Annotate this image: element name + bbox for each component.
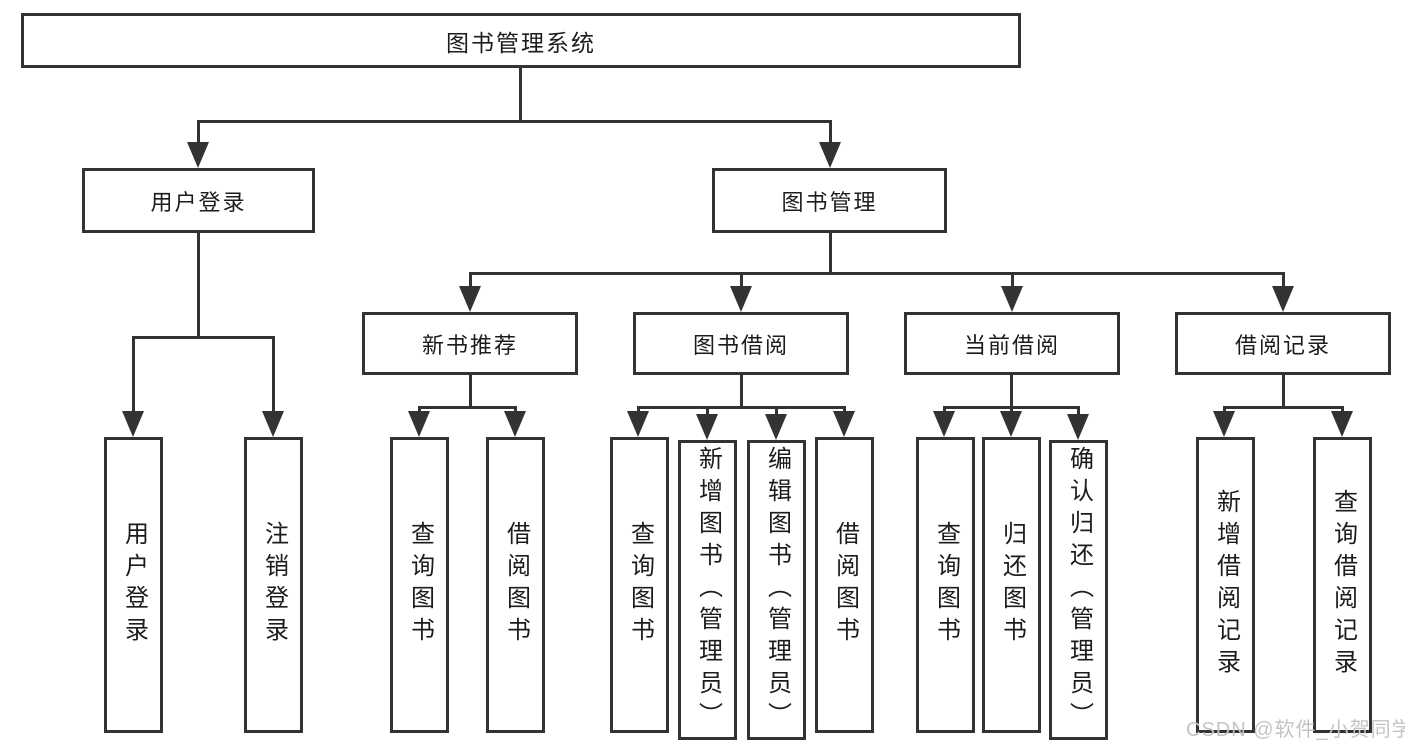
leaf-query-books-current: 查询图书 — [916, 437, 975, 733]
connector-drop-leaf — [514, 406, 517, 414]
node-book-borrow-label: 图书借阅 — [692, 332, 789, 358]
leaf-add-books-admin: 新增图书（管理员） — [678, 440, 737, 740]
csdn-watermark: CSDN @软件_小贺同学 — [1186, 719, 1405, 741]
arrow-down-icon — [504, 411, 526, 437]
connector-book-borrow-stem — [740, 375, 743, 406]
connector-drop-leaf — [637, 406, 640, 414]
arrow-down-icon — [1272, 286, 1294, 312]
leaf-query-books-current-label: 查询图书 — [932, 521, 960, 649]
leaf-query-borrow-record-label: 查询借阅记录 — [1329, 489, 1357, 681]
connector-borrow-records-stem — [1282, 375, 1285, 406]
arrow-down-icon — [696, 414, 718, 440]
connector-drop-leaf — [775, 406, 778, 416]
connector-drop-new-book-rec — [469, 272, 472, 290]
leaf-edit-books-admin-label: 编辑图书（管理员） — [763, 446, 791, 734]
node-borrow-records: 借阅记录 — [1175, 312, 1391, 375]
connector-drop-book-borrow — [740, 272, 743, 290]
arrow-down-icon — [765, 414, 787, 440]
connector-drop-leaf — [943, 406, 946, 414]
node-book-borrow: 图书借阅 — [633, 312, 849, 375]
connector-new-book-rec-stem — [469, 375, 472, 406]
arrow-down-icon — [1331, 411, 1353, 437]
connector-drop-login-leaf — [132, 336, 135, 415]
node-root-label: 图书管理系统 — [446, 29, 596, 56]
leaf-edit-books-admin: 编辑图书（管理员） — [747, 440, 806, 740]
connector-drop-user-login — [197, 120, 200, 150]
connector-book-mgmt-stem — [829, 233, 832, 272]
connector-drop-current-borrow — [1011, 272, 1014, 290]
arrow-down-icon — [122, 411, 144, 437]
arrow-down-icon — [1213, 411, 1235, 437]
leaf-query-books-borrow: 查询图书 — [610, 437, 669, 733]
leaf-borrow-books-rec-label: 借阅图书 — [502, 521, 530, 649]
arrow-down-icon — [627, 411, 649, 437]
arrow-down-icon — [819, 142, 841, 168]
arrow-down-icon — [730, 286, 752, 312]
leaf-query-borrow-record: 查询借阅记录 — [1313, 437, 1372, 733]
connector-user-login-bar — [132, 336, 275, 339]
connector-drop-leaf — [1077, 406, 1080, 416]
node-current-borrow-label: 当前借阅 — [963, 332, 1060, 358]
leaf-query-books-rec: 查询图书 — [390, 437, 449, 733]
node-root: 图书管理系统 — [21, 13, 1021, 68]
leaf-return-books: 归还图书 — [982, 437, 1041, 733]
connector-drop-leaf — [1010, 406, 1013, 414]
connector-drop-borrow-records — [1282, 272, 1285, 290]
leaf-borrow-books-label: 借阅图书 — [831, 521, 859, 649]
connector-user-login-stem — [197, 233, 200, 336]
connector-drop-book-mgmt — [829, 120, 832, 150]
leaf-logout-label: 注销登录 — [260, 521, 288, 649]
arrow-down-icon — [1001, 286, 1023, 312]
connector-drop-leaf — [418, 406, 421, 414]
arrow-down-icon — [262, 411, 284, 437]
arrow-down-icon — [1000, 411, 1022, 437]
leaf-query-books-rec-label: 查询图书 — [406, 521, 434, 649]
node-user-login: 用户登录 — [82, 168, 315, 233]
connector-root-stem — [519, 68, 522, 120]
leaf-logout: 注销登录 — [244, 437, 303, 733]
connector-level2-bar — [197, 120, 831, 123]
node-borrow-records-label: 借阅记录 — [1234, 332, 1331, 358]
leaf-confirm-return-admin: 确认归还（管理员） — [1049, 440, 1108, 740]
leaf-return-books-label: 归还图书 — [998, 521, 1026, 649]
arrow-down-icon — [1067, 414, 1089, 440]
connector-drop-logout-leaf — [272, 336, 275, 415]
arrow-down-icon — [833, 411, 855, 437]
connector-drop-leaf — [843, 406, 846, 414]
node-current-borrow: 当前借阅 — [904, 312, 1120, 375]
node-user-login-label: 用户登录 — [150, 189, 247, 215]
leaf-borrow-books-rec: 借阅图书 — [486, 437, 545, 733]
connector-borrow-records-bar — [1223, 406, 1344, 409]
leaf-confirm-return-admin-label: 确认归还（管理员） — [1065, 446, 1093, 734]
arrow-down-icon — [459, 286, 481, 312]
node-book-mgmt-label: 图书管理 — [781, 189, 878, 215]
leaf-query-books-borrow-label: 查询图书 — [626, 521, 654, 649]
node-new-book-rec-label: 新书推荐 — [421, 332, 518, 358]
arrow-down-icon — [408, 411, 430, 437]
leaf-add-borrow-record: 新增借阅记录 — [1196, 437, 1255, 733]
leaf-borrow-books: 借阅图书 — [815, 437, 874, 733]
arrow-down-icon — [187, 142, 209, 168]
leaf-add-books-admin-label: 新增图书（管理员） — [694, 446, 722, 734]
connector-current-borrow-stem — [1010, 375, 1013, 406]
connector-new-book-rec-bar — [418, 406, 516, 409]
node-book-mgmt: 图书管理 — [712, 168, 947, 233]
arrow-down-icon — [933, 411, 955, 437]
leaf-add-borrow-record-label: 新增借阅记录 — [1212, 489, 1240, 681]
connector-level3-bar — [469, 272, 1284, 275]
connector-drop-leaf — [1223, 406, 1226, 414]
node-new-book-rec: 新书推荐 — [362, 312, 578, 375]
connector-drop-leaf — [706, 406, 709, 416]
connector-book-borrow-bar — [637, 406, 846, 409]
leaf-user-login-label: 用户登录 — [120, 521, 148, 649]
leaf-user-login: 用户登录 — [104, 437, 163, 733]
connector-drop-leaf — [1341, 406, 1344, 414]
